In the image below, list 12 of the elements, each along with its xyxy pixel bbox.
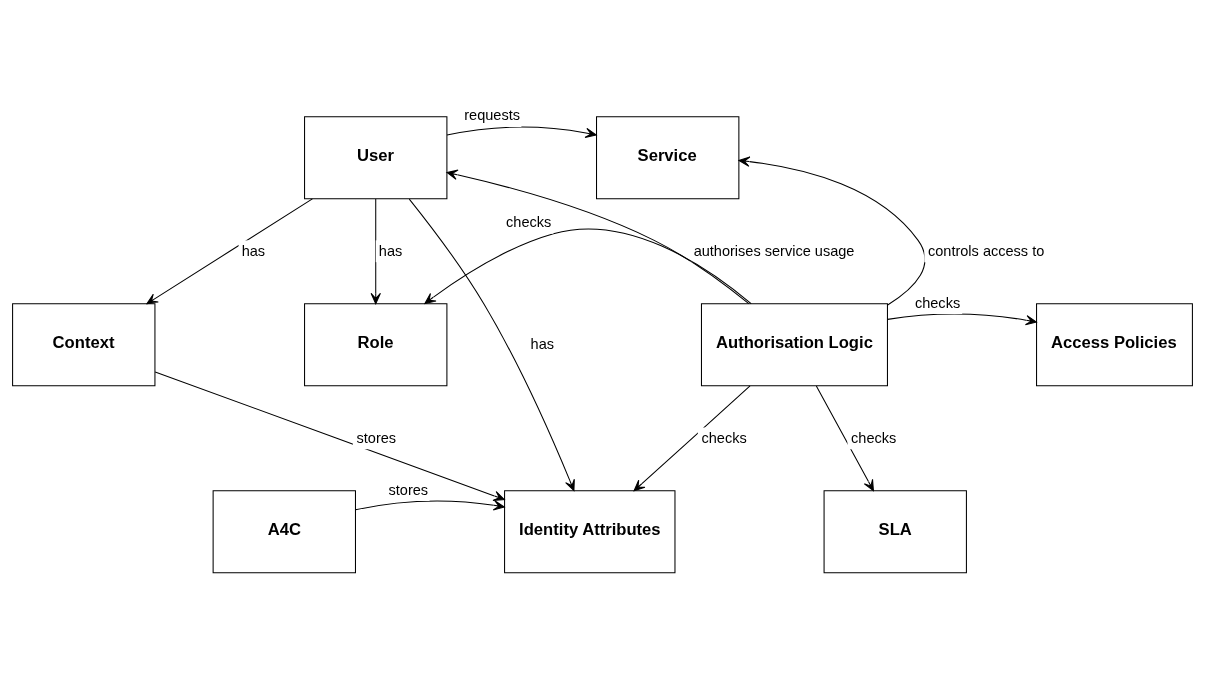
edge-label: checks bbox=[701, 429, 747, 446]
edge-label: has bbox=[530, 336, 554, 353]
edge-label: checks bbox=[851, 429, 897, 446]
edge-label: requests bbox=[464, 107, 520, 124]
edge-label: checks bbox=[914, 294, 961, 311]
edge-label: has bbox=[241, 242, 266, 259]
edge-label: controls access to bbox=[927, 242, 1045, 259]
edge-label: checks bbox=[506, 214, 552, 231]
edge-label: stores bbox=[388, 481, 429, 498]
edge-label: has bbox=[378, 242, 403, 259]
edge-label: stores bbox=[356, 429, 397, 446]
edge-label: authorises service usage bbox=[693, 242, 855, 259]
